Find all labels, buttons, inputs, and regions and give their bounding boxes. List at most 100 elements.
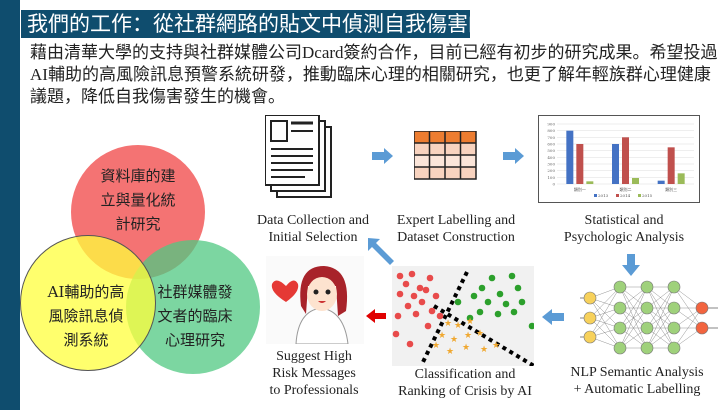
nn-node (613, 321, 627, 335)
bar-2013 (657, 180, 665, 184)
bar-2015 (586, 181, 594, 184)
nn-edge (619, 286, 648, 349)
venn-text-line: 心理研究 (164, 331, 225, 349)
arrow-up-left-icon (368, 238, 394, 265)
star-point: ★ (444, 319, 452, 329)
red-point (396, 272, 404, 280)
star-point: ★ (476, 329, 484, 339)
nn-node (583, 291, 597, 305)
green-point (514, 284, 522, 292)
green-point (518, 298, 526, 306)
nn-node (583, 311, 597, 325)
venn-text-line: 計研究 (115, 215, 161, 233)
nn-node (667, 301, 681, 315)
arrow-right-icon (372, 148, 393, 164)
caption-line: + Automatic Labelling (573, 382, 701, 397)
caption-line: Statistical and (584, 213, 664, 228)
bar-2013 (566, 130, 574, 184)
nn-node (640, 301, 654, 315)
green-point (454, 298, 462, 306)
step-statistical-analysis-label: Statistical and Psychologic Analysis (556, 212, 692, 246)
neural-network-icon (580, 280, 718, 355)
nn-edge (589, 286, 621, 319)
caption-line: Expert Labelling and (396, 213, 516, 228)
y-tick-label: 500 (547, 148, 555, 153)
star-point: ★ (450, 335, 458, 345)
bar-2013 (612, 144, 619, 184)
venn-text-line: 資料庫的建 (100, 167, 176, 185)
green-point (478, 284, 486, 292)
legend-swatch (594, 194, 597, 197)
nn-edge (673, 286, 703, 329)
caption-line: Suggest High (276, 349, 352, 364)
red-point (392, 330, 400, 338)
star-point: ★ (446, 347, 454, 357)
red-point (404, 302, 412, 310)
red-point (408, 270, 416, 278)
green-point (508, 272, 516, 280)
red-point (410, 292, 418, 300)
bar-2014 (667, 147, 675, 184)
red-point (418, 298, 426, 306)
caption-line: Risk Messages (272, 366, 356, 381)
intro-paragraph: 藉由清華大學的支持與社群媒體公司Dcard簽約合作，目前已經有初步的研究成果。希… (30, 43, 718, 106)
venn-circle-ai (20, 235, 156, 371)
red-point (436, 312, 444, 320)
y-tick-label: 600 (547, 142, 555, 147)
nn-node (640, 341, 654, 355)
slide-accent-bar (0, 0, 20, 410)
psychologist-cartoon (266, 256, 364, 344)
green-point (476, 308, 484, 316)
y-tick-label: 700 (547, 135, 555, 140)
y-tick-label: 0 (552, 182, 555, 187)
y-tick-label: 900 (547, 122, 555, 127)
caption-line: NLP Semantic Analysis (570, 365, 704, 380)
table-icon (414, 131, 477, 180)
x-tick-label: 類別一 (574, 186, 586, 192)
arrow-left-icon (542, 309, 564, 325)
bar-2014 (622, 137, 629, 184)
y-tick-label: 100 (547, 175, 555, 180)
bar-chart: 0100200300400500600700800900類別一類別二類別三201… (538, 115, 700, 203)
classification-scatter-image: ★★★★★★★★★★★★ (392, 266, 534, 366)
caption-line: Ranking of Crisis by AI (398, 384, 532, 399)
venn-text-line: 文者的臨床 (157, 307, 233, 325)
caption-line: to Professionals (269, 383, 359, 398)
nn-node (613, 301, 627, 315)
green-point (484, 298, 492, 306)
red-point (426, 274, 434, 282)
nn-edge (589, 307, 621, 338)
alert-arrow-left-icon (366, 309, 386, 323)
y-tick-label: 800 (547, 128, 555, 133)
documents-icon (265, 115, 332, 198)
bar-2015 (632, 178, 639, 184)
red-point (396, 290, 404, 298)
star-point: ★ (432, 341, 440, 351)
nn-edge (646, 286, 675, 349)
green-point (528, 322, 534, 330)
nn-edge (619, 307, 648, 349)
nn-node (667, 321, 681, 335)
red-point (428, 307, 436, 315)
bar-2015 (677, 173, 685, 184)
nn-node (667, 341, 681, 355)
caption-line: Psychologic Analysis (563, 230, 685, 245)
x-tick-label: 類別三 (665, 186, 677, 192)
legend-swatch (616, 194, 619, 197)
arrow-right-icon (503, 148, 524, 164)
nn-node (695, 301, 709, 315)
green-point (466, 314, 474, 322)
venn-text-line: 風險訊息偵 (48, 307, 124, 325)
legend-label: 2013 (598, 193, 609, 198)
caption-line: Initial Selection (268, 230, 358, 245)
nn-node (695, 321, 709, 335)
star-point: ★ (480, 345, 488, 355)
green-point (510, 308, 518, 316)
legend-label: 2014 (620, 193, 631, 198)
nn-edge (673, 307, 703, 349)
red-point (416, 284, 424, 292)
nn-edge (589, 317, 621, 349)
legend-label: 2015 (642, 193, 653, 198)
star-point: ★ (454, 321, 462, 331)
venn-label-database: 資料庫的建 立與量化統 計研究 (88, 164, 188, 236)
